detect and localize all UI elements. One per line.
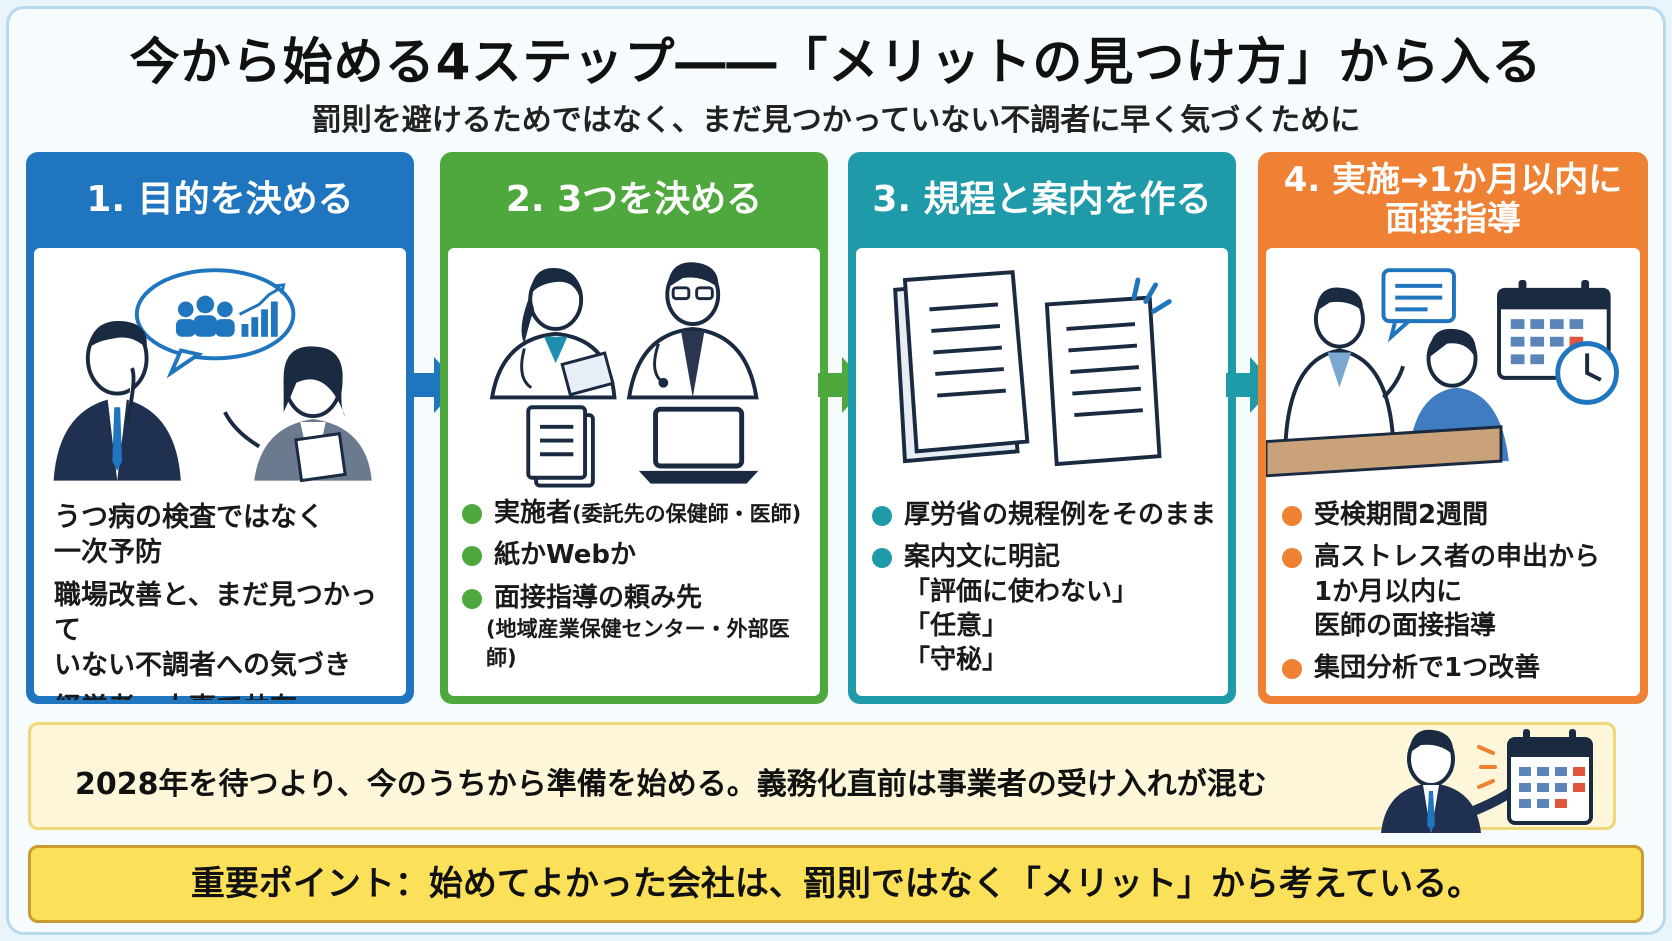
step-1-line: うつ病の検査ではなく <box>54 502 324 533</box>
step-3-bullet: 案内文に明記 <box>872 540 1218 574</box>
doctor-figure <box>1283 287 1405 444</box>
businessman-figure <box>53 320 181 481</box>
step-3-bullet: 厚労省の規程例をそのまま <box>872 498 1218 532</box>
step-2-heading: 2. 3つを決める <box>505 179 763 221</box>
presenter-figure <box>1381 729 1514 833</box>
step-1-body: うつ病の検査ではなく 一次予防 職場改善と、まだ見つかって いない不調者への気づ… <box>34 248 406 700</box>
bullet-text: 実施者 <box>494 498 573 528</box>
step-1-line: いない不調者への気づき <box>54 650 351 682</box>
calendar-clock-icon <box>1497 279 1619 405</box>
step-4-bullet: 集団分析で1つ改善 <box>1282 651 1630 685</box>
key-point-banner: 重要ポイント：始めてよかった会社は、罰則ではなく「メリット」から考えている。 <box>28 845 1644 923</box>
step-4-body: 受検期間2週間 高ストレス者の申出から 1か月以内に 医師の面接指導 集団分析で… <box>1266 248 1640 696</box>
laptop-icon <box>638 406 759 484</box>
bullet-dot <box>1282 548 1302 569</box>
step-2-text: 実施者(委託先の保健師・医師) 紙かWebか 面接指導の頼み先 (地域産業保健セ… <box>462 496 810 674</box>
quote-line: 「任意」 <box>904 610 1009 641</box>
preparation-banner-text: 2028年を待つより、今のうちから準備を始める。義務化直前は事業者の受け入れが混… <box>75 767 1267 802</box>
step-4-bullet: 受検期間2週間 <box>1282 498 1630 532</box>
step-1-card: 1. 目的を決める <box>26 152 414 704</box>
arrow-right-icon <box>1226 357 1276 413</box>
step-3-text: 厚労省の規程例をそのまま 案内文に明記 「評価に使わない」 「任意」 「守秘」 <box>872 498 1218 678</box>
bullet-text: 面接指導の頼み先 <box>494 582 703 613</box>
step-3-card: 3. 規程と案内を作る <box>848 152 1236 704</box>
step-4-heading: 4. 実施→1か月以内に 面接指導 <box>1262 156 1644 244</box>
alert-lines-icon <box>1477 745 1497 789</box>
step-2-bullet: 実施者(委託先の保健師・医師) <box>462 496 810 530</box>
bullet-text: 案内文に明記 <box>904 542 1061 573</box>
step-4-bullet: 高ストレス者の申出から <box>1282 540 1630 574</box>
bullet-text: 集団分析で1つ改善 <box>1314 653 1541 684</box>
step-2-bullet: 面接指導の頼み先 <box>462 581 810 615</box>
step-2-body: 実施者(委託先の保健師・医師) 紙かWebか 面接指導の頼み先 (地域産業保健セ… <box>448 248 820 696</box>
consultation-illustration <box>1266 268 1619 478</box>
arrow-right-icon <box>818 357 868 413</box>
notice-document-icon <box>1044 295 1162 467</box>
bullet-text: 紙かWebか <box>494 540 636 571</box>
step-4-heading-line: 面接指導 <box>1385 199 1521 239</box>
doctors-illustration <box>489 262 759 488</box>
preparation-banner: 2028年を待つより、今のうちから準備を始める。義務化直前は事業者の受け入れが混… <box>28 722 1616 833</box>
step-1-line: 職場改善と、まだ見つかって <box>54 580 377 647</box>
doctor-figure <box>626 262 759 400</box>
bullet-dot <box>1282 659 1302 680</box>
chat-bubble-icon <box>1381 268 1456 343</box>
bullet-dot <box>462 588 482 609</box>
documents-illustration <box>893 270 1172 467</box>
key-point-text: 重要ポイント：始めてよかった会社は、罰則ではなく「メリット」から考えている。 <box>190 864 1482 904</box>
desk-shape <box>1266 425 1503 478</box>
businesswoman-figure <box>223 346 372 483</box>
page-subtitle: 罰則を避けるためではなく、まだ見つかっていない不調者に早く気づくために <box>311 103 1361 138</box>
bullet-text: 厚労省の規程例をそのまま <box>904 500 1217 530</box>
step-1-text: うつ病の検査ではなく 一次予防 職場改善と、まだ見つかって いない不調者への気づ… <box>54 500 396 700</box>
calendar-icon <box>1507 729 1593 825</box>
bullet-continuation: 1か月以内に <box>1314 576 1463 607</box>
page-title: 今から始める4ステップ――「メリットの見つけ方」から入る <box>129 33 1543 91</box>
quote-line: 「守秘」 <box>904 645 1009 676</box>
step-2-card: 2. 3つを決める <box>440 152 828 704</box>
bullet-subtext: (委託先の保健師・医師) <box>572 502 802 526</box>
sparkle-icon <box>1131 277 1172 314</box>
bullet-dot <box>1282 506 1302 526</box>
bullet-dot <box>872 548 892 569</box>
paper-document-icon <box>526 405 595 488</box>
step-4-text: 受検期間2週間 高ストレス者の申出から 1か月以内に 医師の面接指導 集団分析で… <box>1282 498 1630 686</box>
bullet-continuation: 医師の面接指導 <box>1314 610 1497 641</box>
step-4-heading-line: 4. 実施→1か月以内に <box>1283 159 1623 200</box>
bullet-text: 受検期間2週間 <box>1314 500 1489 530</box>
bullet-dot <box>462 546 482 567</box>
meeting-illustration <box>53 268 372 483</box>
bullet-subtext: (地域産業保健センター・外部医師) <box>486 616 790 671</box>
bullet-text: 高ストレス者の申出から <box>1314 542 1601 573</box>
step-1-line: 一次予防 <box>54 537 162 569</box>
presenter-calendar-illustration <box>1381 729 1593 833</box>
step-4-card: 4. 実施→1か月以内に 面接指導 <box>1258 152 1648 704</box>
step-1-heading: 1. 目的を決める <box>86 179 354 221</box>
step-3-heading: 3. 規程と案内を作る <box>872 179 1212 221</box>
nurse-figure <box>489 267 617 400</box>
arrow-right-icon <box>410 357 460 413</box>
bullet-dot <box>872 506 892 526</box>
speech-bubble-chart-icon <box>134 268 296 379</box>
regulation-document-icon <box>893 270 1030 464</box>
step-2-bullet: 紙かWebか <box>462 538 810 572</box>
bullet-dot <box>462 504 482 524</box>
step-1-line: 経営者・人事で共有 <box>54 691 396 700</box>
step-3-body: 厚労省の規程例をそのまま 案内文に明記 「評価に使わない」 「任意」 「守秘」 <box>856 248 1228 696</box>
quote-line: 「評価に使わない」 <box>904 576 1139 607</box>
